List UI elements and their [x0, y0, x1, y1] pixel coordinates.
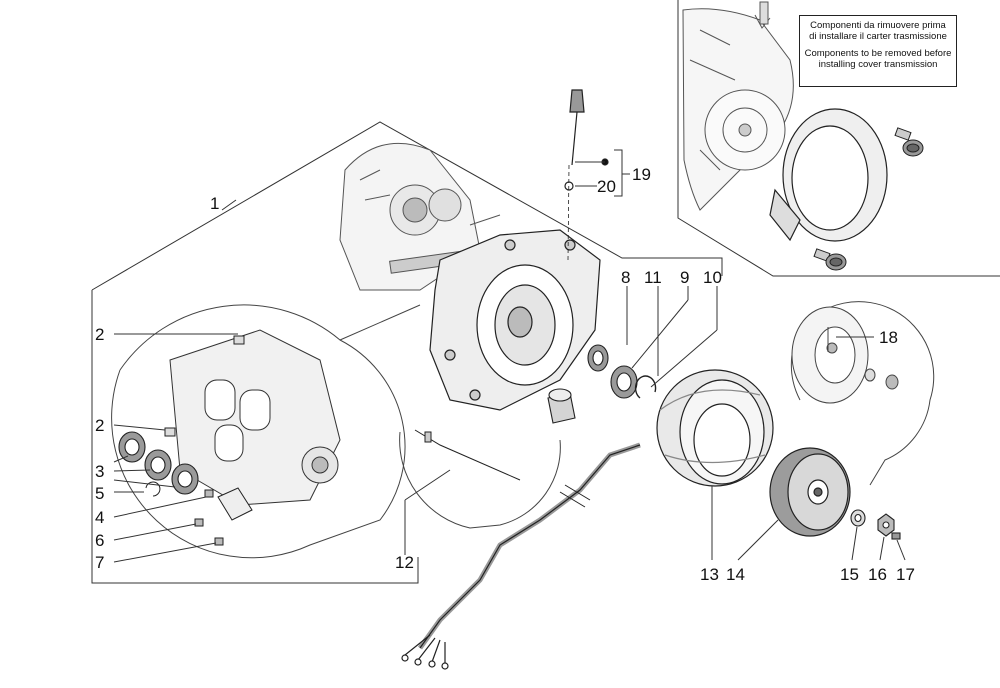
- circlip-10: [634, 375, 657, 399]
- removal-inset: [677, 0, 1000, 277]
- flywheel-14: [769, 447, 851, 537]
- callout-13: 13: [700, 565, 719, 584]
- callout-3: 3: [95, 462, 104, 481]
- inset-cover-ring: [769, 108, 888, 242]
- transmission-cover: [429, 229, 601, 411]
- callout-18: 18: [879, 328, 898, 347]
- callout-17: 17: [896, 565, 915, 584]
- leader-lines: [113, 286, 906, 563]
- callout-16: 16: [868, 565, 887, 584]
- right-detail-circle: [790, 301, 935, 486]
- note-italian-line-2: di installare il carter trasmissione: [809, 31, 947, 42]
- dipstick: [564, 89, 609, 261]
- inset-engine-sketch: [682, 1, 794, 211]
- inset-knob-top: [894, 127, 924, 157]
- inset-knob-bottom: [813, 248, 847, 271]
- callout-numbers: 1 2 2 3 5 4 6 7 8 11 9 10 12 13 14 15 16…: [95, 165, 915, 584]
- callout-14: 14: [726, 565, 745, 584]
- note-english-line-1: Components to be removed before: [804, 48, 952, 59]
- callout-8: 8: [621, 268, 630, 287]
- callout-1: 1: [210, 194, 219, 213]
- small-parts-left: [145, 335, 253, 546]
- bush-11: [547, 388, 576, 424]
- crankcase-half: [169, 329, 341, 506]
- callout-15: 15: [840, 565, 859, 584]
- fasteners-15-17: [850, 509, 901, 540]
- callout-19: 19: [632, 165, 651, 184]
- cable-tie: [414, 429, 521, 481]
- seal-8: [587, 344, 609, 372]
- callout-7: 7: [95, 553, 104, 572]
- stator-13: [656, 369, 774, 487]
- callout-4: 4: [95, 508, 104, 527]
- bracket-19: [575, 149, 630, 197]
- callout-11: 11: [644, 268, 662, 287]
- bearing-3b: [144, 449, 172, 481]
- callout-5: 5: [95, 484, 104, 503]
- callout-10: 10: [703, 268, 722, 287]
- stator-harness: [401, 442, 641, 670]
- bearing-3c: [171, 463, 199, 495]
- callout-6: 6: [95, 531, 104, 550]
- callout-20: 20: [597, 177, 616, 196]
- callout-9: 9: [680, 268, 689, 287]
- bearing-9: [610, 365, 638, 399]
- bottom-detail-circle: [399, 431, 561, 529]
- engine-case-sketch: [339, 142, 501, 291]
- callout-2a: 2: [95, 325, 104, 344]
- note-italian-line-1: Componenti da rimuovere prima: [810, 20, 946, 31]
- callout-12: 12: [395, 553, 414, 572]
- callout-2b: 2: [95, 416, 104, 435]
- assembly-1-bracket: [91, 121, 723, 584]
- bearing-3a: [118, 431, 146, 463]
- note-english-line-2: installing cover transmission: [818, 59, 938, 70]
- removal-note-box: Componenti da rimuovere prima di install…: [799, 15, 957, 87]
